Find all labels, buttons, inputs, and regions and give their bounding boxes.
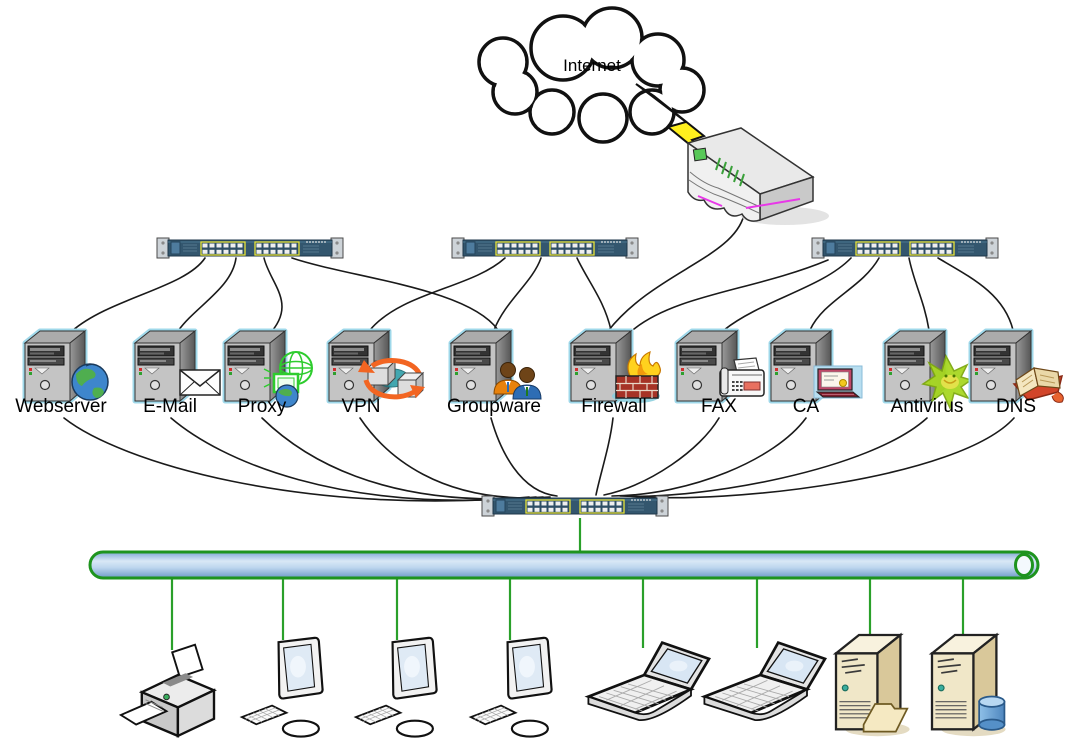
directory-book-icon (1012, 367, 1064, 403)
bus-end-cap (1014, 553, 1034, 577)
server-node-vpn[interactable] (329, 331, 425, 401)
server-node-fax[interactable] (677, 331, 765, 401)
access-switch-left[interactable] (156, 237, 344, 259)
globe-icon (71, 363, 109, 401)
access-switch-right[interactable] (811, 237, 999, 259)
internet-label: Internet (563, 56, 621, 75)
certificate-screen-icon (813, 365, 863, 399)
virus-blob-icon (921, 353, 973, 411)
client-desktop-3[interactable] (469, 636, 553, 738)
core-switch[interactable] (481, 495, 669, 517)
client-laptop-1[interactable] (587, 641, 711, 722)
client-desktop-2[interactable] (354, 636, 438, 738)
green-globe-monitor-icon (263, 351, 313, 408)
brick-wall-flame-icon (612, 351, 661, 403)
server-node-groupware[interactable] (451, 331, 542, 401)
node-label-dns: DNS (995, 396, 1037, 417)
node-label-ca: CA (792, 396, 820, 417)
internet-cloud[interactable] (477, 6, 706, 144)
fax-machine-icon (719, 357, 765, 397)
server-node-ca[interactable] (771, 331, 863, 401)
client-desktop-1[interactable] (240, 636, 324, 738)
node-label-email: E-Mail (143, 396, 197, 417)
node-label-vpn: VPN (341, 396, 381, 417)
backbone-bus[interactable] (88, 550, 1040, 580)
access-switch-middle[interactable] (451, 237, 639, 259)
client-laptop-2[interactable] (703, 641, 827, 722)
server-node-proxy[interactable] (225, 331, 313, 408)
server-node-antivirus[interactable] (885, 331, 973, 411)
node-label-firewall: Firewall (581, 396, 647, 417)
client-database-server[interactable] (930, 633, 1007, 738)
lan-links (170, 518, 965, 650)
node-label-webserver: Webserver (15, 396, 107, 417)
node-label-fax: FAX (701, 396, 737, 417)
node-label-antivirus: Antivirus (890, 396, 964, 417)
node-label-proxy: Proxy (237, 396, 287, 417)
two-users-icon (493, 362, 542, 400)
database-icon (978, 695, 1006, 731)
client-printer[interactable] (119, 643, 216, 738)
server-node-webserver[interactable] (25, 331, 109, 401)
node-label-groupware: Groupware (447, 396, 541, 417)
router-device[interactable] (686, 127, 829, 225)
envelope-icon (179, 369, 221, 396)
client-file-server[interactable] (834, 633, 911, 738)
server-node-dns[interactable] (971, 331, 1064, 403)
server-node-firewall[interactable] (571, 331, 661, 403)
server-node-email[interactable] (135, 331, 221, 401)
tunnel-boxes-icon (358, 358, 425, 400)
folder-icon (862, 703, 909, 733)
ethernet-cables (63, 214, 1015, 502)
